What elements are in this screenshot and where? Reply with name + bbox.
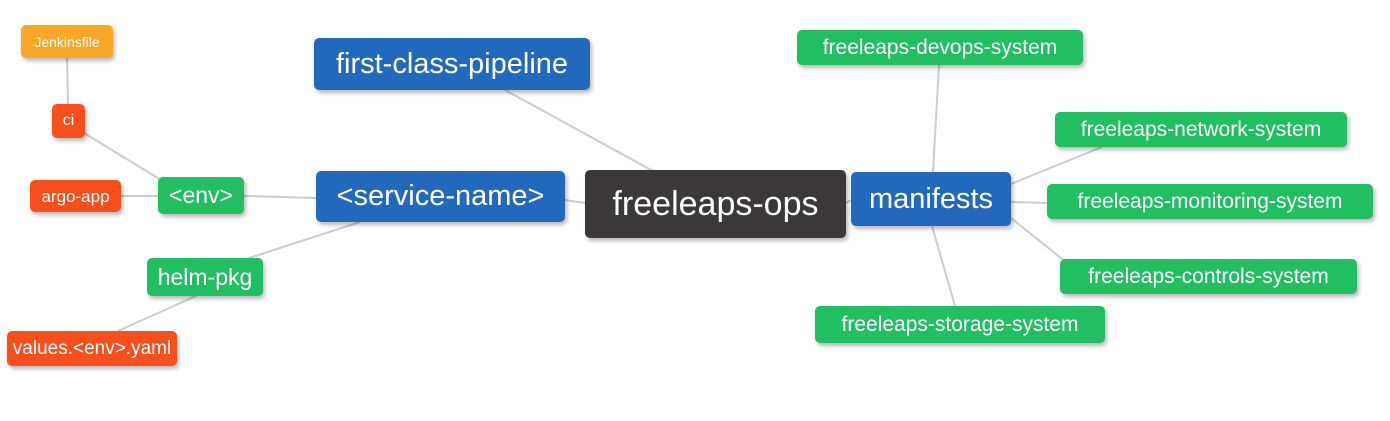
node-argo-app[interactable]: argo-app — [30, 180, 121, 212]
node-first-class-pipeline[interactable]: first-class-pipeline — [314, 38, 590, 90]
edge-env--service-name — [243, 195, 317, 199]
edge-first-class-pipeline--freeleaps-ops — [504, 89, 654, 172]
edge-manifests--freeleaps-devops-system — [932, 64, 940, 173]
node-service-name[interactable]: <service-name> — [316, 171, 565, 222]
edge-manifests--freeleaps-storage-system — [931, 225, 956, 307]
node-env[interactable]: <env> — [158, 177, 244, 214]
node-helm-pkg[interactable]: helm-pkg — [147, 258, 263, 296]
node-freeleaps-monitoring-system[interactable]: freeleaps-monitoring-system — [1047, 184, 1373, 219]
node-jenkinsfile[interactable]: Jenkinsfile — [21, 25, 113, 58]
edge-service-name--freeleaps-ops — [564, 199, 586, 204]
edge-ci--env — [83, 132, 162, 181]
node-freeleaps-controls-system[interactable]: freeleaps-controls-system — [1060, 259, 1357, 294]
node-freeleaps-network-system[interactable]: freeleaps-network-system — [1055, 112, 1347, 147]
edge-manifests--freeleaps-monitoring-system — [1010, 201, 1048, 204]
node-manifests[interactable]: manifests — [851, 172, 1011, 226]
edge-manifests--freeleaps-network-system — [1010, 146, 1103, 185]
edge-service-name--helm-pkg — [242, 221, 361, 261]
node-values-env-yaml[interactable]: values.<env>.yaml — [7, 331, 177, 366]
edge-manifests--freeleaps-controls-system — [1010, 217, 1067, 263]
node-freeleaps-storage-system[interactable]: freeleaps-storage-system — [815, 306, 1105, 343]
node-freeleaps-devops-system[interactable]: freeleaps-devops-system — [797, 30, 1083, 65]
node-freeleaps-ops[interactable]: freeleaps-ops — [585, 170, 846, 238]
node-ci[interactable]: ci — [52, 104, 85, 138]
edge-helm-pkg--values-env-yaml — [117, 295, 197, 332]
edge-jenkinsfile--ci — [66, 57, 69, 105]
edge-freeleaps-ops--manifests — [845, 199, 852, 204]
